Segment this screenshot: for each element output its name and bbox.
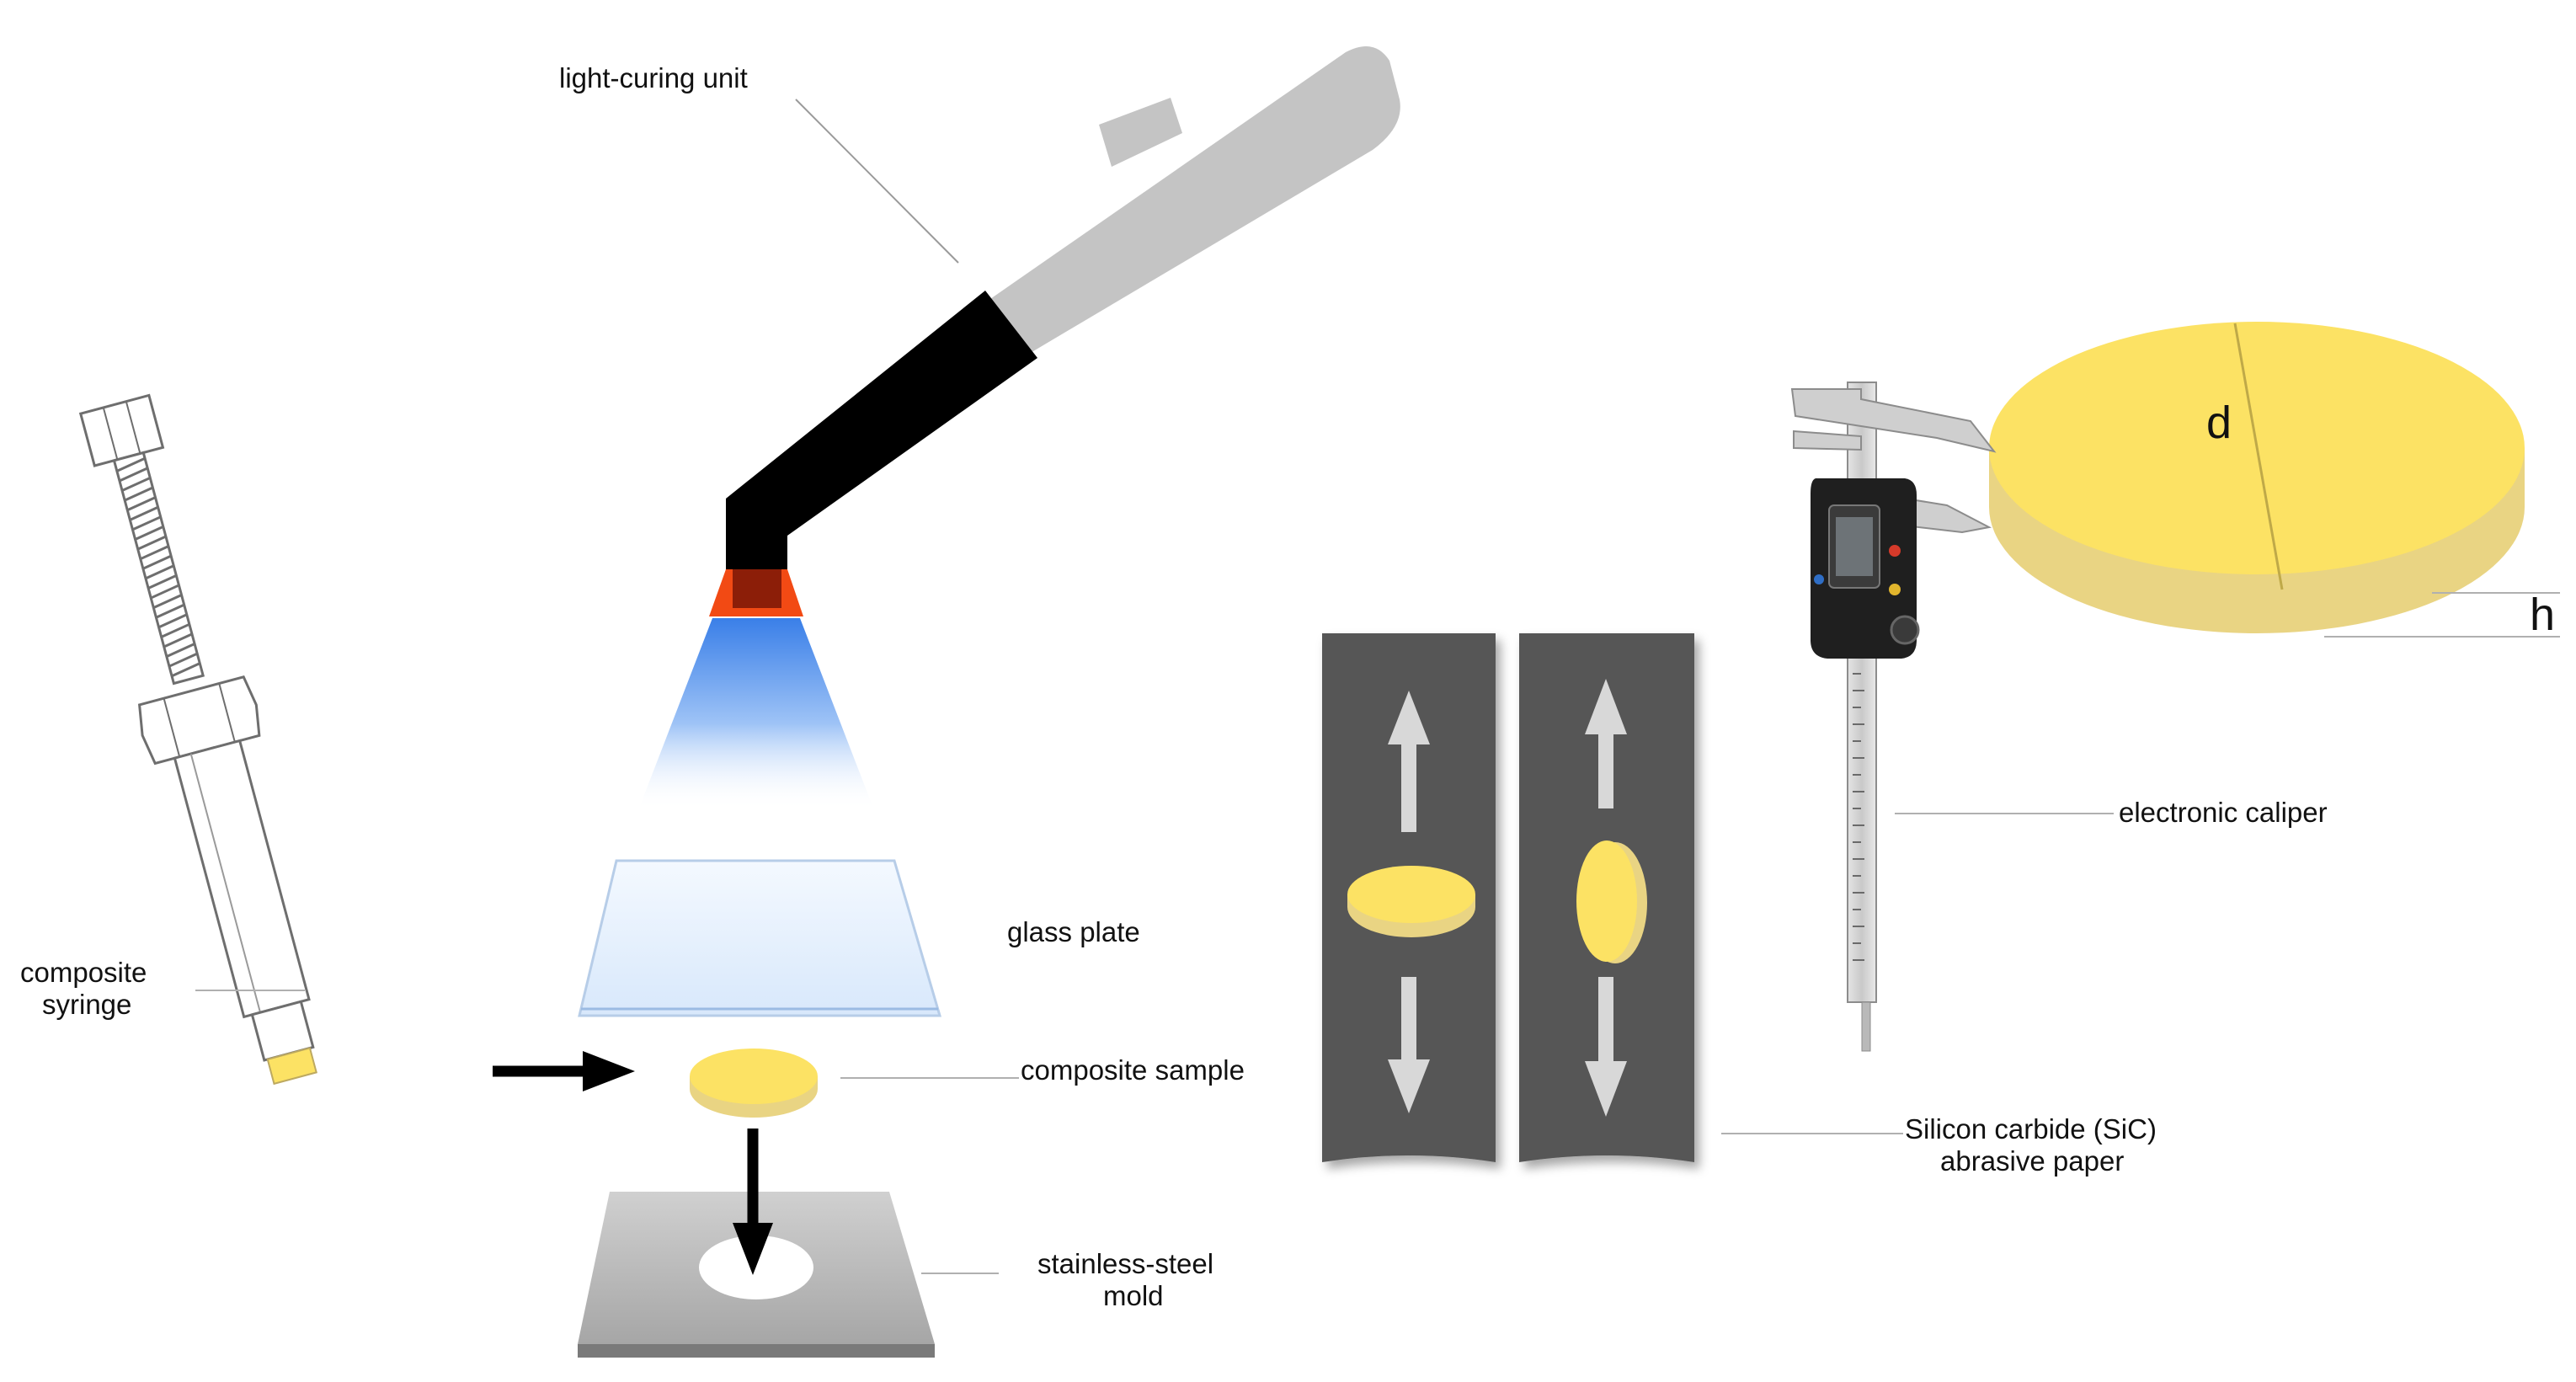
curing-unit-handle xyxy=(990,45,1400,355)
caliper-thumb-wheel xyxy=(1890,615,1920,645)
label-diameter: d xyxy=(2206,398,2232,448)
stainless-steel-mold xyxy=(578,1192,935,1358)
composite-sample-edge xyxy=(1576,840,1647,963)
caliper-icon xyxy=(1790,382,1997,1052)
label-glass-plate: glass plate xyxy=(1007,916,1140,947)
leader-light-curing-unit xyxy=(795,99,959,264)
label-stainless-steel-mold-1: stainless-steel xyxy=(1037,1248,1213,1279)
mold-hole xyxy=(699,1235,813,1299)
label-electronic-caliper: electronic caliper xyxy=(2119,797,2328,828)
composite-sample-flat xyxy=(1347,866,1475,937)
diameter-line xyxy=(2233,323,2284,590)
label-height: h xyxy=(2530,590,2555,640)
syringe-icon xyxy=(78,393,317,1086)
curing-light-icon xyxy=(638,45,1400,810)
label-sic-paper-1: Silicon carbide (SiC) xyxy=(1905,1113,2157,1145)
arrow-right-icon xyxy=(493,1051,635,1091)
label-composite-sample: composite sample xyxy=(1021,1054,1245,1086)
light-guide-tip-inner xyxy=(733,569,781,608)
caliper-button-red xyxy=(1889,545,1901,557)
composite-sample xyxy=(690,1049,818,1118)
composite-disc-measured xyxy=(1989,322,2525,633)
label-composite-syringe-2: syringe xyxy=(42,989,131,1020)
label-sic-paper-2: abrasive paper xyxy=(1940,1145,2124,1177)
light-guide xyxy=(726,291,1037,573)
label-stainless-steel-mold-2: mold xyxy=(1103,1280,1164,1311)
glass-plate xyxy=(578,859,942,1017)
arrow-down-icon xyxy=(1585,977,1627,1117)
arrow-down-icon xyxy=(1388,977,1430,1113)
arrow-up-icon xyxy=(1585,679,1627,808)
caliper-button-blue xyxy=(1814,574,1824,584)
label-light-curing-unit: light-curing unit xyxy=(559,62,748,93)
arrow-up-icon xyxy=(1388,691,1430,832)
curing-light-beam xyxy=(638,618,874,810)
curing-unit-button xyxy=(1099,98,1182,167)
caliper-button-yellow xyxy=(1889,584,1901,595)
arrow-down-icon xyxy=(733,1129,773,1275)
label-composite-syringe-1: composite xyxy=(20,957,147,988)
